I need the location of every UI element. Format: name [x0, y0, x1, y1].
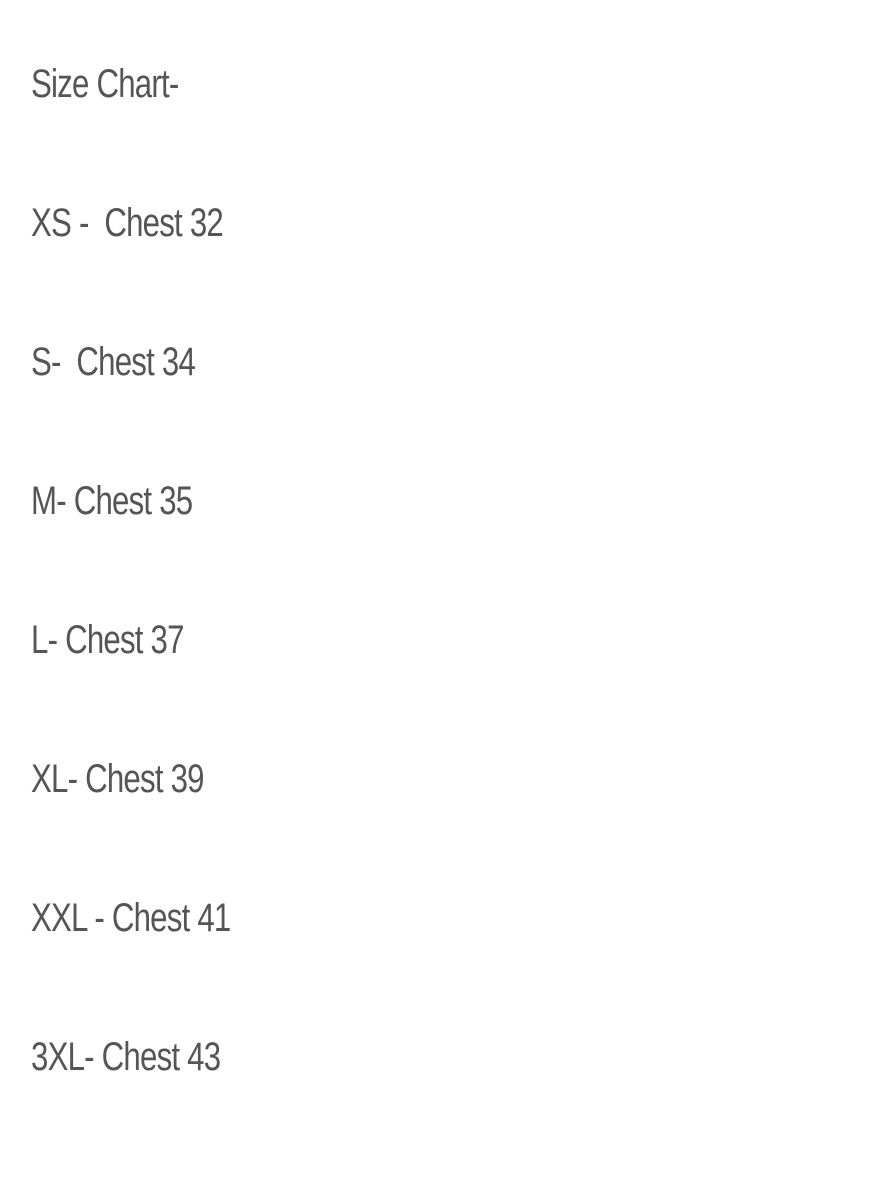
- size-row-xxl: XXL - Chest 41: [31, 896, 231, 940]
- size-row-3xl: 3XL- Chest 43: [31, 1035, 221, 1079]
- size-row-m: M- Chest 35: [31, 479, 193, 523]
- size-row-s: S- Chest 34: [31, 340, 196, 384]
- size-row-xl: XL- Chest 39: [31, 757, 205, 801]
- size-chart-title: Size Chart-: [31, 62, 179, 106]
- size-chart: Size Chart- XS - Chest 32 S- Chest 34 M-…: [31, 58, 287, 1170]
- size-row-xs: XS - Chest 32: [31, 201, 224, 245]
- size-row-l: L- Chest 37: [31, 618, 184, 662]
